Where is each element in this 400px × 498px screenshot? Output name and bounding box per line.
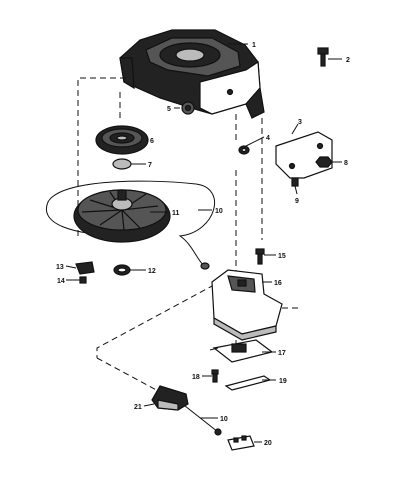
callout-11: 11 xyxy=(172,210,180,217)
callout-4: 4 xyxy=(266,135,270,142)
callout-18: 18 xyxy=(192,374,200,381)
part-screw-2 xyxy=(317,47,329,67)
callout-21: 21 xyxy=(134,404,142,411)
part-screw-14 xyxy=(79,276,87,284)
part-pulley-11 xyxy=(73,189,171,243)
callout-14: 14 xyxy=(57,278,65,285)
callout-20: 20 xyxy=(264,440,272,447)
part-screw-15 xyxy=(255,248,265,265)
callout-16: 16 xyxy=(274,280,282,287)
part-strip-19 xyxy=(224,375,272,391)
part-handle-21 xyxy=(151,385,189,411)
callout-10-rope-end: 10 xyxy=(220,416,228,423)
callout-3: 3 xyxy=(298,119,302,126)
part-washer-4 xyxy=(238,145,250,155)
callout-6: 6 xyxy=(150,138,154,145)
callout-9: 9 xyxy=(295,198,299,205)
part-washer-12 xyxy=(113,264,131,276)
part-nut-8 xyxy=(315,156,333,168)
part-rope-10 xyxy=(46,180,215,270)
part-spring-6 xyxy=(95,125,149,155)
part-latch-17 xyxy=(209,339,274,363)
part-nut-5 xyxy=(181,101,195,115)
callout-labels: 1 2 3 4 5 6 7 8 9 10 11 12 13 14 15 16 1… xyxy=(56,42,350,447)
callout-12: 12 xyxy=(148,268,156,275)
part-housing xyxy=(119,29,265,119)
callout-7: 7 xyxy=(148,162,152,169)
callout-2: 2 xyxy=(346,57,350,64)
callout-17: 17 xyxy=(278,350,286,357)
callout-13: 13 xyxy=(56,264,64,271)
part-screw-18 xyxy=(211,369,219,383)
part-anchor-20 xyxy=(227,435,255,451)
callout-15: 15 xyxy=(278,253,286,260)
callout-19: 19 xyxy=(279,378,287,385)
part-mount-16 xyxy=(211,269,283,341)
callout-10-rope: 10 xyxy=(215,208,223,215)
leader-lines xyxy=(65,43,342,443)
callout-1: 1 xyxy=(252,42,256,49)
part-pawl-13 xyxy=(75,261,95,275)
part-rope-end-10 xyxy=(179,401,222,436)
part-screw-9 xyxy=(291,177,299,187)
part-cap-7 xyxy=(112,158,132,170)
callout-8: 8 xyxy=(344,160,348,167)
part-bracket-3 xyxy=(275,131,333,179)
callout-5: 5 xyxy=(167,106,171,113)
assembly-lines xyxy=(77,77,300,393)
